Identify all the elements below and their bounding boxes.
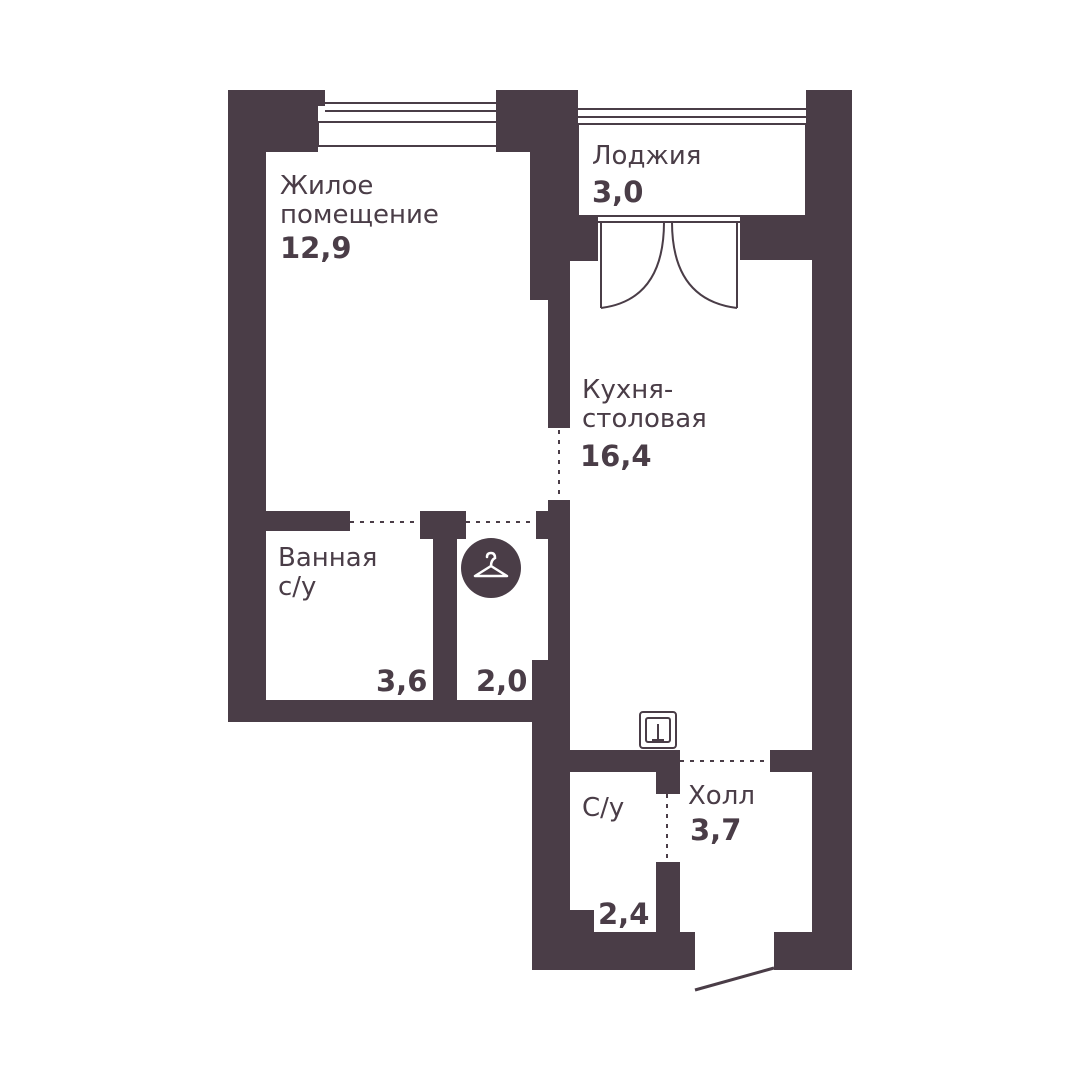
wall-wardrobe-right bbox=[548, 500, 570, 660]
window-sill-living bbox=[317, 121, 499, 147]
wall-bath-wardrobe bbox=[433, 530, 457, 700]
kitchen-area: 16,4 bbox=[580, 439, 652, 473]
windows bbox=[317, 102, 807, 217]
wall-loggia-left-corner bbox=[570, 215, 598, 261]
loggia-area: 3,0 bbox=[592, 175, 644, 209]
wall-bottom-right bbox=[774, 932, 852, 970]
entrance-door-leaf bbox=[694, 966, 775, 992]
living-room-name: Жилое помещение bbox=[280, 171, 439, 231]
wall-living-bottom-left bbox=[266, 511, 350, 531]
wall-wc-right-lower bbox=[656, 862, 680, 932]
wall-hall-top-right bbox=[770, 750, 812, 772]
wc-area: 2,4 bbox=[598, 897, 650, 931]
zone-boundaries bbox=[350, 430, 770, 862]
walls bbox=[228, 90, 852, 970]
hall-name: Холл bbox=[688, 781, 755, 811]
wardrobe-area: 2,0 bbox=[476, 664, 528, 698]
hall-area: 3,7 bbox=[690, 813, 742, 847]
electrical-panel-icon bbox=[639, 711, 677, 749]
wc-name: С/у bbox=[582, 793, 625, 823]
wall-wc-bottom bbox=[532, 932, 695, 970]
wall-wc-top-right bbox=[656, 750, 680, 794]
door-arc-right bbox=[671, 221, 738, 309]
wall-left bbox=[228, 90, 266, 722]
hanger-icon bbox=[461, 538, 521, 598]
bathroom-name: Ванная с/у bbox=[278, 543, 378, 603]
door-arc-left bbox=[600, 221, 665, 309]
loggia-parapet bbox=[577, 123, 807, 217]
wall-top-left-cap bbox=[293, 90, 325, 106]
wall-wc-notch bbox=[570, 910, 594, 932]
wall-living-kitchen bbox=[548, 250, 570, 428]
loggia-name: Лоджия bbox=[592, 141, 702, 171]
wall-top-mid-pier bbox=[496, 90, 530, 152]
bathroom-area: 3,6 bbox=[376, 664, 428, 698]
wall-wc-left bbox=[532, 700, 570, 970]
living-room-area: 12,9 bbox=[280, 231, 352, 265]
balcony-door bbox=[598, 221, 740, 309]
wall-wc-top bbox=[532, 750, 680, 772]
wall-right bbox=[812, 215, 852, 970]
wall-bath-bottom bbox=[228, 700, 570, 722]
kitchen-name: Кухня- столовая bbox=[582, 375, 707, 435]
